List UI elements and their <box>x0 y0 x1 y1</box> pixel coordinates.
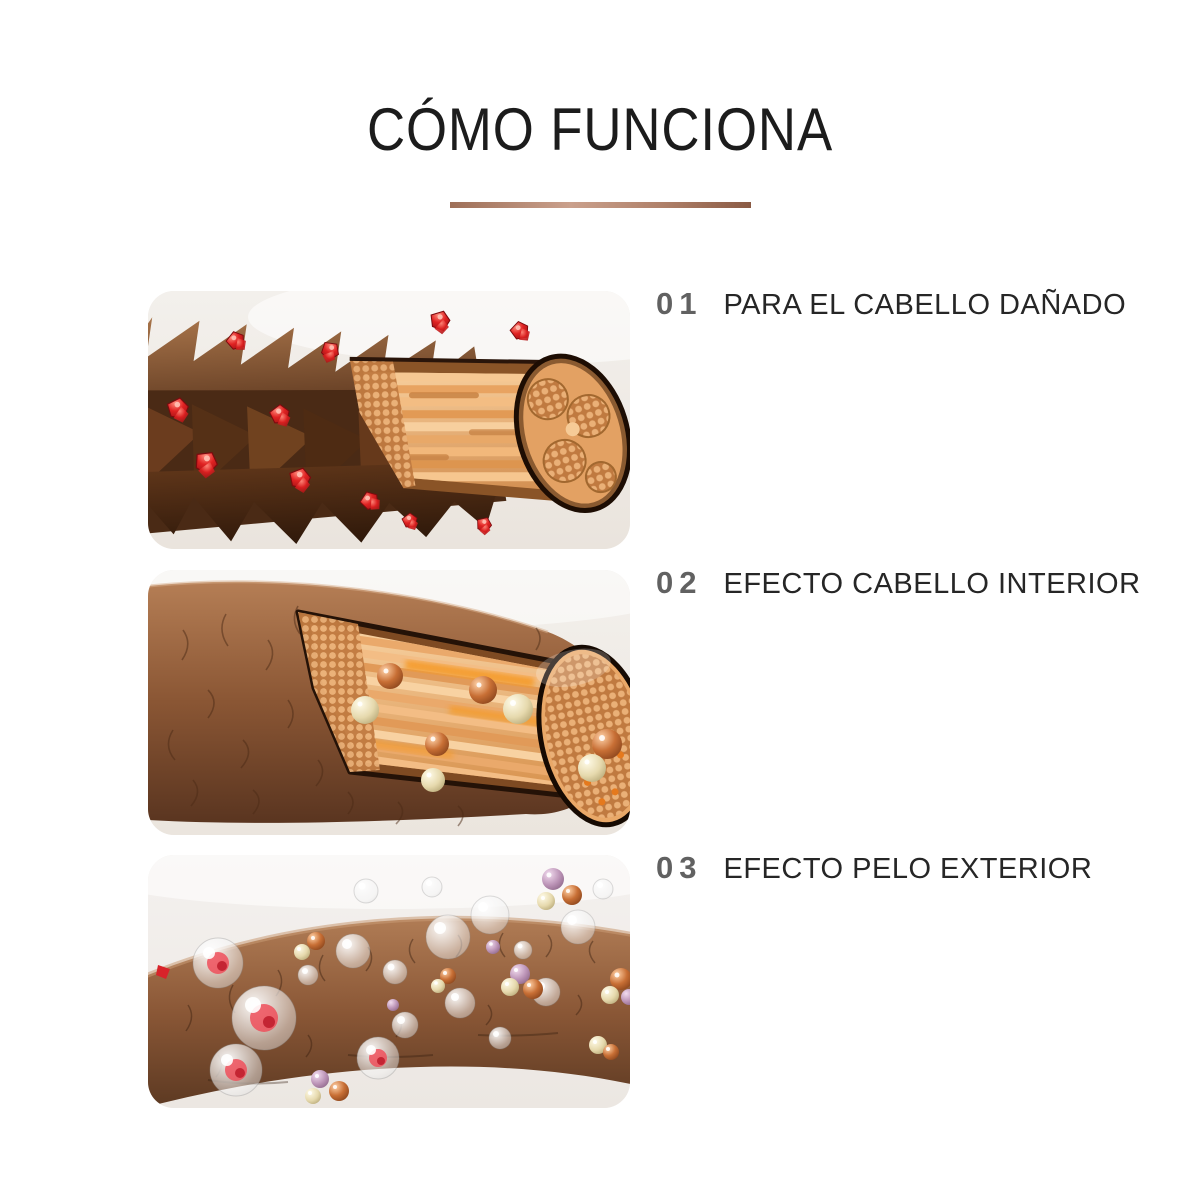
metallic-spheres <box>294 868 630 1104</box>
red-core-bubbles <box>156 937 400 1097</box>
section-number: 03 <box>656 850 703 885</box>
section-number: 01 <box>656 286 703 321</box>
figure-damaged-hair <box>148 291 630 549</box>
hair-exterior-illustration <box>148 855 630 1108</box>
section-caption-2: 02 EFECTO CABELLO INTERIOR <box>656 567 1141 599</box>
page-title: CÓMO FUNCIONA <box>366 96 834 163</box>
section-label: PARA EL CABELLO DAÑADO <box>723 289 1127 321</box>
section-number: 02 <box>656 565 703 600</box>
title-divider <box>450 202 751 208</box>
section-label: EFECTO CABELLO INTERIOR <box>723 568 1141 600</box>
damaged-hair-illustration <box>148 291 630 549</box>
section-caption-1: 01 PARA EL CABELLO DAÑADO <box>656 288 1126 320</box>
section-caption-3: 03 EFECTO PELO EXTERIOR <box>656 852 1092 884</box>
figure-hair-exterior <box>148 855 630 1108</box>
figure-hair-interior <box>148 570 630 835</box>
hair-interior-illustration <box>148 570 630 835</box>
section-label: EFECTO PELO EXTERIOR <box>723 853 1093 885</box>
